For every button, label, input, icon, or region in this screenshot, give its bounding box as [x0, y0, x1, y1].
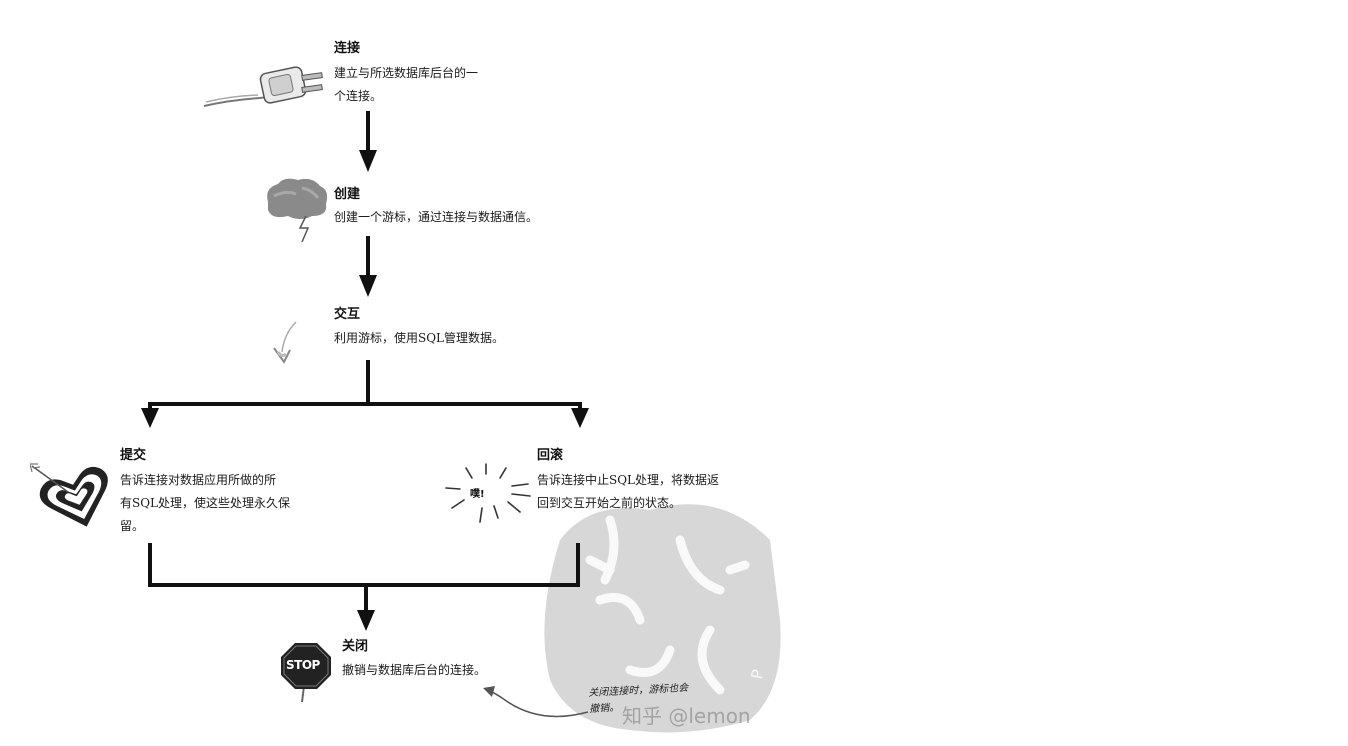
storm-cloud-icon: [267, 178, 328, 243]
step-rollback-title: 回滚: [537, 448, 564, 463]
plug-icon: [203, 66, 323, 107]
step-close-desc: 撤销与数据库后台的连接。: [342, 659, 562, 682]
watermark: 知乎 @lemon: [622, 704, 751, 728]
step-commit-desc-line: 有SQL处理，使这些处理永久保: [120, 496, 291, 510]
svg-text:P: P: [747, 668, 767, 681]
hand-drawn-arrow-icon: [273, 321, 297, 364]
step-connect-desc-line: 个连接。: [334, 89, 383, 103]
step-commit-desc-line: 留。: [120, 519, 145, 533]
step-create-desc-line: 创建一个游标，通过连接与数据通信。: [334, 210, 539, 224]
step-close-title: 关闭: [342, 639, 369, 654]
step-close-desc-line: 撤销与数据库后台的连接。: [342, 663, 487, 677]
step-connect-desc-line: 建立与所选数据库后台的一: [334, 66, 479, 80]
step-commit-desc-line: 告诉连接对数据应用所做的所: [120, 473, 277, 487]
seal-stamp: P: [544, 504, 781, 733]
step-rollback-desc-line: 告诉连接中止SQL处理，将数据返: [537, 473, 720, 487]
burst-icon: [445, 463, 531, 523]
step-interact-desc: 利用游标，使用SQL管理数据。: [334, 327, 594, 350]
burst-label: 噗!: [470, 489, 485, 500]
step-interact-desc-line: 利用游标，使用SQL管理数据。: [334, 331, 505, 345]
stop-label: STOP: [286, 658, 320, 672]
stop-sign-icon: [281, 643, 331, 703]
step-connect-desc: 建立与所选数据库后台的一 个连接。: [334, 62, 554, 108]
step-connect-title: 连接: [334, 41, 361, 56]
step-commit-desc: 告诉连接对数据应用所做的所 有SQL处理，使这些处理永久保 留。: [120, 469, 370, 538]
step-rollback-desc-line: 回到交互开始之前的状态。: [537, 496, 682, 510]
step-interact-title: 交互: [334, 307, 361, 322]
step-create-desc: 创建一个游标，通过连接与数据通信。: [334, 206, 624, 229]
step-create-title: 创建: [334, 187, 361, 202]
heart-target-icon: [30, 463, 108, 527]
step-rollback-desc: 告诉连接中止SQL处理，将数据返 回到交互开始之前的状态。: [537, 469, 777, 515]
step-commit-title: 提交: [120, 448, 147, 463]
